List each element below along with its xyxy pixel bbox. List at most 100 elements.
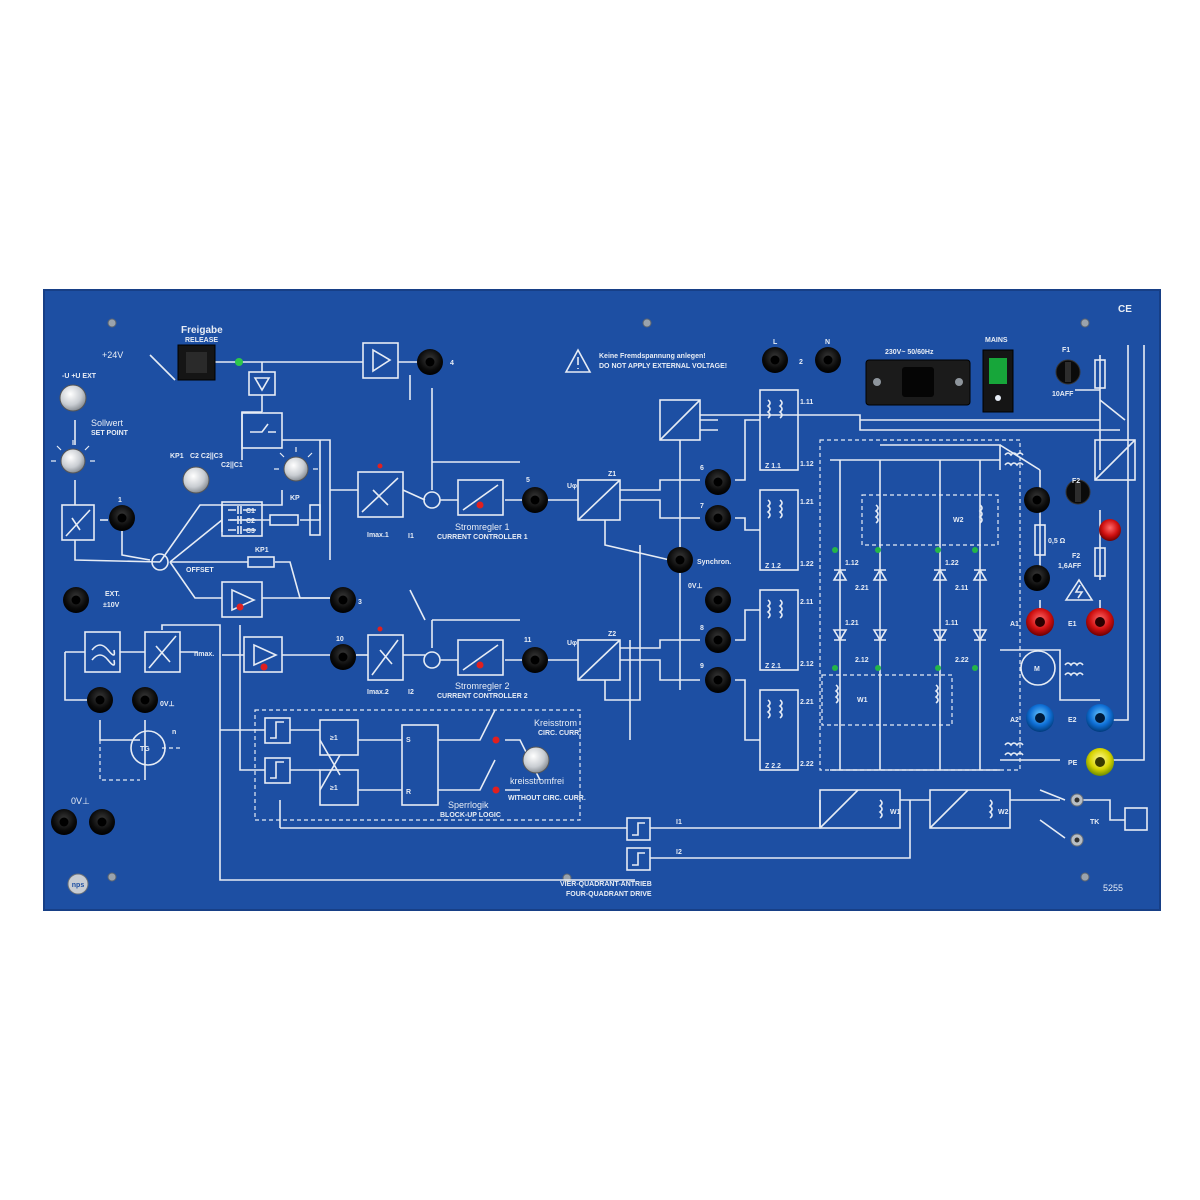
socket-10-label: 10 [336, 636, 344, 643]
socket-0v-left-a[interactable] [51, 809, 77, 835]
kp-label: KP [290, 495, 300, 502]
pt3-b: 2.12 [800, 661, 814, 668]
a2-label: A2 [1010, 717, 1019, 724]
f2-label: F2 [1072, 553, 1080, 560]
socket-tk-2[interactable] [1070, 833, 1084, 847]
socket-pe[interactable] [1086, 748, 1114, 776]
mains-switch-label: MAINS [985, 337, 1008, 344]
pt1-a: 1.11 [800, 399, 813, 406]
socket-11-label: 11 [524, 637, 532, 644]
socket-0v-left-b[interactable] [89, 809, 115, 835]
manufacturer-logo: nps [67, 873, 89, 895]
setpoint-title: Sollwert [91, 418, 124, 428]
block-logic-or1: ≥1 [330, 735, 338, 742]
socket-4[interactable] [417, 349, 443, 375]
socket-5-label: 5 [526, 477, 530, 484]
socket-f2-bottom[interactable] [1024, 565, 1050, 591]
bridge-1-11: 1.11 [945, 620, 958, 627]
pt3-name: Z 2.1 [765, 663, 781, 670]
bridge-2-11: 2.11 [955, 585, 968, 592]
socket-11[interactable] [522, 647, 548, 673]
ext-range: ±10V [103, 602, 120, 609]
block-logic-or2: ≥1 [330, 785, 338, 792]
e1-label: E1 [1068, 621, 1077, 628]
socket-group [51, 347, 1114, 847]
setpoint-knob-2[interactable] [51, 440, 95, 474]
socket-3-label: 3 [358, 599, 362, 606]
i2-label: I2 [408, 689, 414, 696]
socket-9-label: 9 [700, 663, 704, 670]
e2-label: E2 [1068, 717, 1077, 724]
block-logic-r: R [406, 789, 411, 796]
circ-subtitle: CIRC. CURR. [538, 730, 581, 737]
socket-a2[interactable] [1026, 704, 1054, 732]
resistor-label: 0,5 Ω [1048, 538, 1066, 545]
panel-title-en: FOUR-QUADRANT DRIVE [566, 891, 652, 898]
ce-mark: CE [1118, 304, 1132, 315]
kp1-knob[interactable] [182, 466, 210, 494]
cc1-title: Stromregler 1 [455, 522, 510, 532]
two-label: 2 [799, 359, 803, 366]
socket-l[interactable] [762, 347, 788, 373]
circ-title: Kreisstrom [534, 718, 577, 728]
bridge-w2: W2 [953, 517, 964, 524]
pt2-a: 1.21 [800, 499, 814, 506]
cc2-subtitle: CURRENT CONTROLLER 2 [437, 693, 528, 700]
socket-8[interactable] [705, 627, 731, 653]
bridge-2-12: 2.12 [855, 657, 869, 664]
socket-e1[interactable] [1086, 608, 1114, 636]
knobs [51, 384, 550, 774]
feedback-w1: W1 [890, 809, 901, 816]
socket-9[interactable] [705, 667, 731, 693]
block-logic-subtitle: BLOCK-UP LOGIC [440, 812, 501, 819]
socket-8-label: 8 [700, 625, 704, 632]
socket-5[interactable] [522, 487, 548, 513]
bridge-2-22: 2.22 [955, 657, 969, 664]
socket-1[interactable] [109, 505, 135, 531]
release-title: Freigabe [181, 325, 223, 336]
socket-n[interactable] [815, 347, 841, 373]
panel-board [44, 290, 1160, 910]
z1-label: Z1 [608, 471, 616, 478]
feedback-i2: I2 [676, 849, 682, 856]
c2c1-label: C2||C1 [221, 462, 243, 469]
socket-synchron[interactable] [667, 547, 693, 573]
socket-0v-mid[interactable] [705, 587, 731, 613]
socket-6[interactable] [705, 469, 731, 495]
pe-label: PE [1068, 760, 1078, 767]
l-label: L [773, 339, 778, 346]
feedback-i1: I1 [676, 819, 682, 826]
setpoint-subtitle: SET POINT [91, 430, 129, 437]
socket-e2[interactable] [1086, 704, 1114, 732]
socket-tacho-a[interactable] [87, 687, 113, 713]
tk-label: TK [1090, 819, 1099, 826]
z2-label: Z2 [608, 631, 616, 638]
cc1-subtitle: CURRENT CONTROLLER 1 [437, 534, 528, 541]
a1-label: A1 [1010, 621, 1019, 628]
kp-knob[interactable] [274, 447, 318, 482]
socket-7[interactable] [705, 505, 731, 531]
c2c3-label: C2 C2||C3 [190, 453, 223, 460]
nmax-label: nmax. [194, 651, 214, 658]
socket-f2-top[interactable] [1024, 487, 1050, 513]
pulse-transformer-coils [766, 399, 1084, 819]
setpoint-knob-1[interactable] [59, 384, 87, 412]
warning-en: DO NOT APPLY EXTERNAL VOLTAGE! [599, 363, 727, 370]
socket-ext[interactable] [63, 587, 89, 613]
fault-lamp [1099, 519, 1121, 541]
f2-top-label: F2 [1072, 478, 1080, 485]
0v-mid-label: 0V⊥ [688, 582, 703, 590]
u2-label: Uφ [567, 640, 577, 647]
circulating-current-knob[interactable] [522, 746, 550, 774]
release-led [235, 358, 243, 366]
schematic-lines [64, 345, 1145, 881]
socket-a1[interactable] [1026, 608, 1054, 636]
pt4-b: 2.22 [800, 761, 814, 768]
socket-tk-1[interactable] [1070, 793, 1084, 807]
socket-3[interactable] [330, 587, 356, 613]
socket-10[interactable] [330, 644, 356, 670]
socket-tacho-0v[interactable] [132, 687, 158, 713]
release-subtitle: RELEASE [185, 337, 218, 344]
u1-label: Uφ [567, 483, 577, 490]
